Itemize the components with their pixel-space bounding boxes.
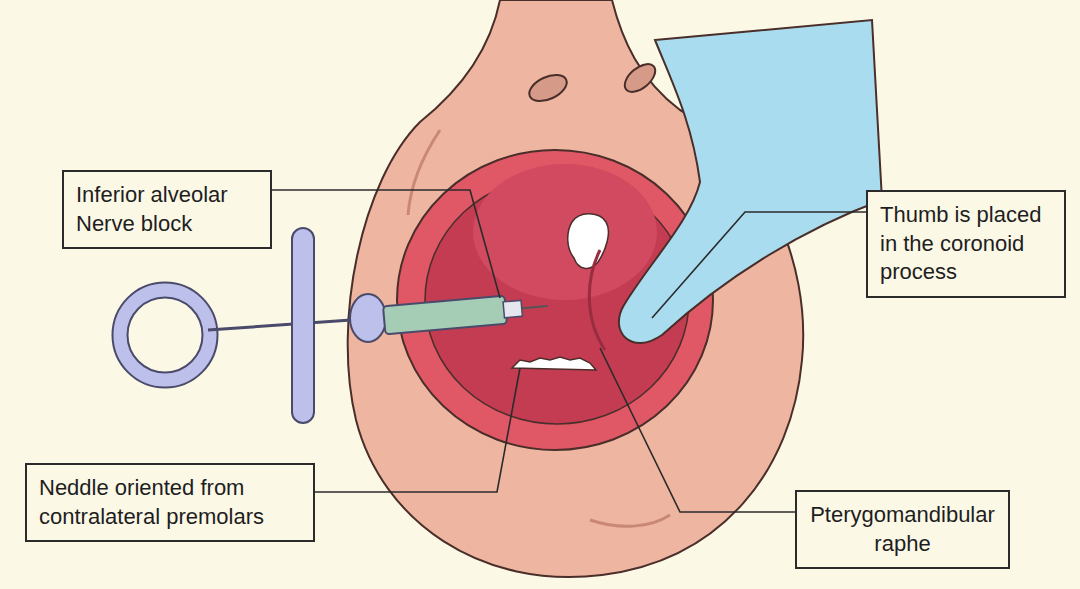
pterygomandibular-raphe xyxy=(589,250,605,350)
palate xyxy=(473,164,657,300)
syringe-ring xyxy=(120,290,210,380)
syringe-tip xyxy=(503,300,522,318)
callout-box: Inferior alveolar Nerve block xyxy=(62,170,272,249)
chin-line xyxy=(590,515,670,526)
nostril xyxy=(620,59,660,97)
leader-line xyxy=(315,368,520,492)
syringe-barrel xyxy=(383,296,507,335)
needle xyxy=(522,306,548,308)
leader-line xyxy=(272,190,500,298)
callout-text: Neddle oriented from contralateral premo… xyxy=(39,474,301,531)
callout-box: Thumb is placed in the coronoid process xyxy=(866,190,1066,298)
syringe-barrel-group xyxy=(383,292,549,334)
callout-text: Inferior alveolar Nerve block xyxy=(76,181,258,238)
callout-box: Pterygomandibular raphe xyxy=(795,490,1010,569)
callout-box: Neddle oriented from contralateral premo… xyxy=(25,463,315,542)
lower-teeth xyxy=(512,357,596,370)
syringe-ring xyxy=(120,290,210,380)
callout-text: Thumb is placed in the coronoid process xyxy=(880,201,1052,287)
upper-molar xyxy=(568,214,609,269)
syringe-hub xyxy=(350,294,386,342)
callout-text: Pterygomandibular raphe xyxy=(809,501,996,558)
glove-thumb xyxy=(619,20,882,343)
nostril xyxy=(525,70,571,107)
leader-line xyxy=(600,348,795,512)
syringe-handle xyxy=(292,228,314,423)
leader-line xyxy=(652,212,866,318)
